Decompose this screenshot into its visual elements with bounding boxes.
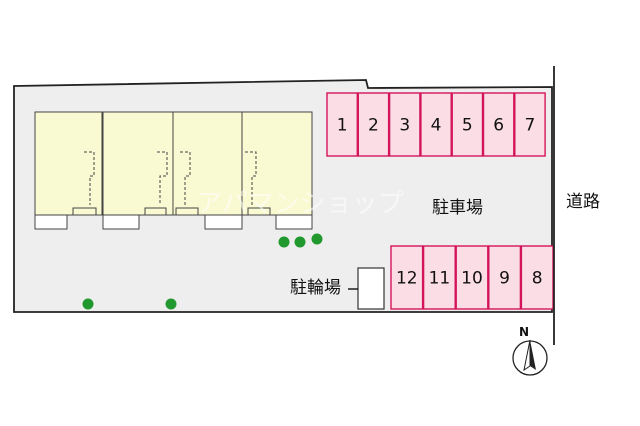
parking-space-number: 10	[461, 269, 483, 289]
parking-space	[420, 92, 452, 157]
tree	[278, 236, 290, 248]
bicycle-parking-box	[357, 267, 385, 310]
parking-space-number: 6	[493, 116, 504, 136]
parking-space	[482, 92, 515, 157]
bicycle-parking-label: 駐輪場	[290, 278, 341, 298]
parking-space	[520, 245, 554, 310]
tree	[311, 233, 323, 245]
building-unit-1	[34, 111, 103, 230]
parking-space	[390, 245, 424, 310]
parking-space	[326, 92, 358, 157]
road-label: 道路	[566, 192, 600, 212]
north-compass-icon	[512, 339, 548, 376]
building-unit-4	[241, 111, 313, 230]
parking-space-number: 3	[399, 116, 410, 136]
parking-space	[488, 245, 522, 310]
north-label: N	[519, 325, 530, 339]
parking-space-number: 7	[525, 116, 536, 136]
parking-space-number: 5	[462, 116, 473, 136]
trees	[82, 233, 323, 310]
building-units	[34, 111, 313, 230]
building-unit-2	[102, 111, 174, 230]
parking-space-number: 8	[532, 269, 543, 289]
watermark: アパマンショップ	[196, 189, 403, 219]
parking-space-number: 2	[368, 116, 379, 136]
tree	[165, 298, 177, 310]
parking-space	[451, 92, 484, 157]
parking-row-bottom: 12 11 10 9 8	[390, 245, 554, 310]
parking-space	[422, 245, 456, 310]
parking-space	[514, 92, 546, 157]
parking-space-number: 9	[499, 269, 510, 289]
parking-space	[388, 92, 421, 157]
parking-space-number: 1	[337, 116, 348, 136]
parking-space	[455, 245, 489, 310]
tree	[82, 298, 94, 310]
parking-space-number: 11	[429, 269, 451, 289]
parking-space-number: 12	[396, 269, 418, 289]
tree	[294, 236, 306, 248]
building-unit-3	[172, 111, 243, 230]
parking-space	[357, 92, 390, 157]
parking-space-number: 4	[431, 116, 442, 136]
parking-lot-label: 駐車場	[432, 198, 483, 218]
